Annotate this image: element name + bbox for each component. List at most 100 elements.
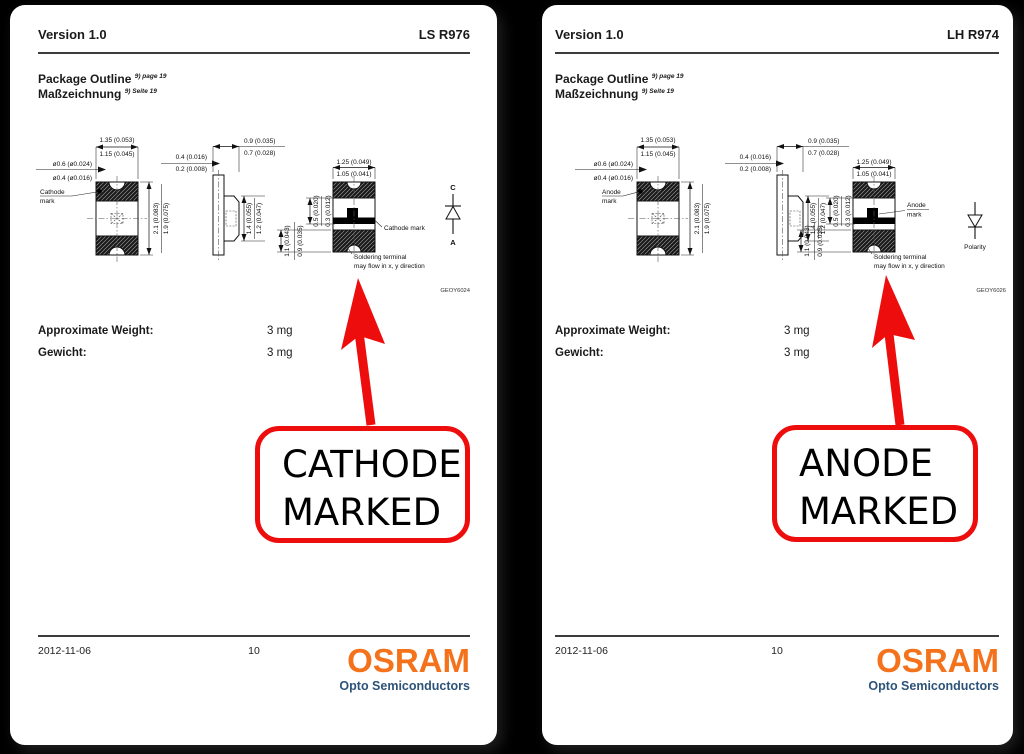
dim-label: ø0.4 (ø0.016) [53, 175, 92, 182]
solder-note: Soldering terminal [874, 254, 927, 261]
mark-bar [333, 217, 375, 224]
dim-label: 1.35 (0.053) [99, 137, 134, 144]
footnote-ref: 9) page 19 [651, 73, 684, 80]
mark-tab [867, 208, 878, 218]
dim-label: 0.5 (0.020) [833, 195, 840, 226]
annotation-arrow [341, 278, 385, 426]
dim-label: 1.15 (0.045) [99, 151, 134, 158]
dim-label: 0.4 (0.016) [176, 154, 207, 161]
front-view: 1.35 (0.053) 1.15 (0.045) ø0.6 (ø0.024) … [36, 137, 170, 262]
dim-label: 1.05 (0.041) [336, 171, 371, 178]
polarity-label: Polarity [964, 244, 986, 251]
osram-logo: OSRAM Opto Semiconductors [868, 642, 999, 693]
anode-mark-dot [638, 189, 643, 194]
mark-label: mark [40, 198, 55, 205]
side-view: 0.9 (0.035) 0.7 (0.028) 0.4 (0.016) 0.2 … [725, 138, 849, 260]
mark-label: Cathode mark [384, 225, 426, 232]
dim-label: 1.9 (0.075) [163, 203, 170, 234]
weight-value: 3 mg [267, 325, 293, 337]
dim-label: 1.15 (0.045) [640, 151, 675, 158]
osram-wordmark: OSRAM [876, 642, 999, 679]
osram-logo: OSRAM Opto Semiconductors [339, 642, 470, 693]
callout-text-line2: MARKED [282, 491, 442, 534]
section-title-en: Package Outline 9) page 19 [38, 69, 470, 87]
callout-text-line1: CATHODE [282, 443, 462, 486]
page-header: Version 1.0 LS R976 [38, 27, 470, 42]
version-label: Version 1.0 [38, 27, 107, 42]
dim-label: 0.9 (0.035) [817, 225, 824, 256]
mark-label: Cathode [40, 189, 65, 196]
footnote-ref: 9) Seite 19 [641, 88, 674, 95]
dim-label: 1.35 (0.053) [640, 137, 675, 144]
footnote-ref: 9) Seite 19 [124, 88, 157, 95]
mark-label: Anode [907, 202, 926, 209]
dim-label: 1.2 (0.047) [820, 203, 827, 234]
package-outline-drawing: 1.35 (0.053) 1.15 (0.045) ø0.6 (ø0.024) … [36, 137, 471, 294]
osram-wordmark: OSRAM [347, 642, 470, 679]
callout-cathode-marked: CATHODE MARKED [255, 426, 470, 543]
dim-label: 0.7 (0.028) [808, 150, 839, 157]
drawing-number: GEOY6026 [976, 288, 1006, 294]
mark-label: Anode [602, 189, 621, 196]
section-title-de: Maßzeichnung 9) Seite 19 [555, 84, 999, 102]
dim-label: 1.1 (0.043) [804, 225, 811, 256]
footnote-ref: 9) page 19 [134, 73, 167, 80]
section-title-de-text: Maßzeichnung [38, 87, 122, 101]
dim-label: 0.7 (0.028) [244, 150, 275, 157]
dim-label: 1.25 (0.049) [856, 159, 891, 166]
section-title-en-text: Package Outline [38, 72, 132, 86]
dim-label: 1.25 (0.049) [336, 159, 371, 166]
solder-note: may flow in x, y direction [874, 263, 945, 270]
weight-label: Approximate Weight: [38, 325, 154, 337]
dim-label: ø0.6 (ø0.024) [594, 161, 633, 168]
dim-label: 0.9 (0.035) [297, 225, 304, 256]
dim-label: ø0.4 (ø0.016) [594, 175, 633, 182]
dim-label: 1.4 (0.055) [810, 203, 817, 234]
side-view: 0.9 (0.035) 0.7 (0.028) 0.4 (0.016) 0.2 … [161, 138, 285, 260]
soldering-view: 1.25 (0.049) 1.05 (0.041) 0.5 (0.020) 0.… [797, 159, 945, 270]
dim-label: 1.1 (0.043) [284, 225, 291, 256]
callout-text-line1: ANODE [799, 442, 933, 485]
solder-note: Soldering terminal [354, 254, 407, 261]
annotation-arrow [872, 275, 915, 426]
dim-label: 1.05 (0.041) [856, 171, 891, 178]
soldering-view: 1.25 (0.049) 1.05 (0.041) 0.5 (0.020) 0.… [277, 159, 426, 270]
dim-label: 0.2 (0.008) [176, 166, 207, 173]
osram-subtitle: Opto Semiconductors [339, 679, 470, 693]
dim-label: 0.5 (0.020) [313, 195, 320, 226]
dim-label: 2.1 (0.083) [153, 203, 160, 234]
mark-label: mark [907, 212, 922, 219]
header-rule [38, 52, 470, 54]
footer-date: 2012-11-06 [555, 645, 608, 657]
weight-label-de: Gewicht: [555, 347, 604, 359]
package-outline-drawing: 1.35 (0.053) 1.15 (0.045) ø0.6 (ø0.024) … [575, 137, 1006, 294]
footer-page-number: 10 [771, 645, 783, 657]
weight-row-de: Gewicht: 3 mg [555, 347, 999, 359]
header-rule [555, 52, 999, 54]
callout-anode-marked: ANODE MARKED [772, 425, 978, 542]
weight-row-de: Gewicht: 3 mg [38, 347, 470, 359]
osram-subtitle: Opto Semiconductors [868, 679, 999, 693]
weight-value-de: 3 mg [784, 347, 810, 359]
dim-label: 1.9 (0.075) [704, 203, 711, 234]
footer-page-number: 10 [248, 645, 260, 657]
dim-label: 1.2 (0.047) [256, 203, 263, 234]
version-label: Version 1.0 [555, 27, 624, 42]
callout-text-line2: MARKED [799, 490, 959, 533]
weight-row-en: Approximate Weight: 3 mg [555, 325, 999, 337]
page-header: Version 1.0 LH R974 [555, 27, 999, 42]
weight-label: Approximate Weight: [555, 325, 671, 337]
cathode-letter: C [450, 183, 456, 192]
anode-letter: A [450, 238, 456, 247]
mark-tab [347, 208, 358, 218]
drawing-number: GEOY6024 [440, 288, 470, 294]
dim-label: ø0.6 (ø0.024) [53, 161, 92, 168]
page-lh-r974: Version 1.0 LH R974 Package Outline 9) p… [542, 5, 1013, 745]
footer-date: 2012-11-06 [38, 645, 91, 657]
section-title-en: Package Outline 9) page 19 [555, 69, 999, 87]
weight-row-en: Approximate Weight: 3 mg [38, 325, 470, 337]
weight-value-de: 3 mg [267, 347, 293, 359]
dim-label: 1.4 (0.055) [246, 203, 253, 234]
dim-label: 0.2 (0.008) [740, 166, 771, 173]
